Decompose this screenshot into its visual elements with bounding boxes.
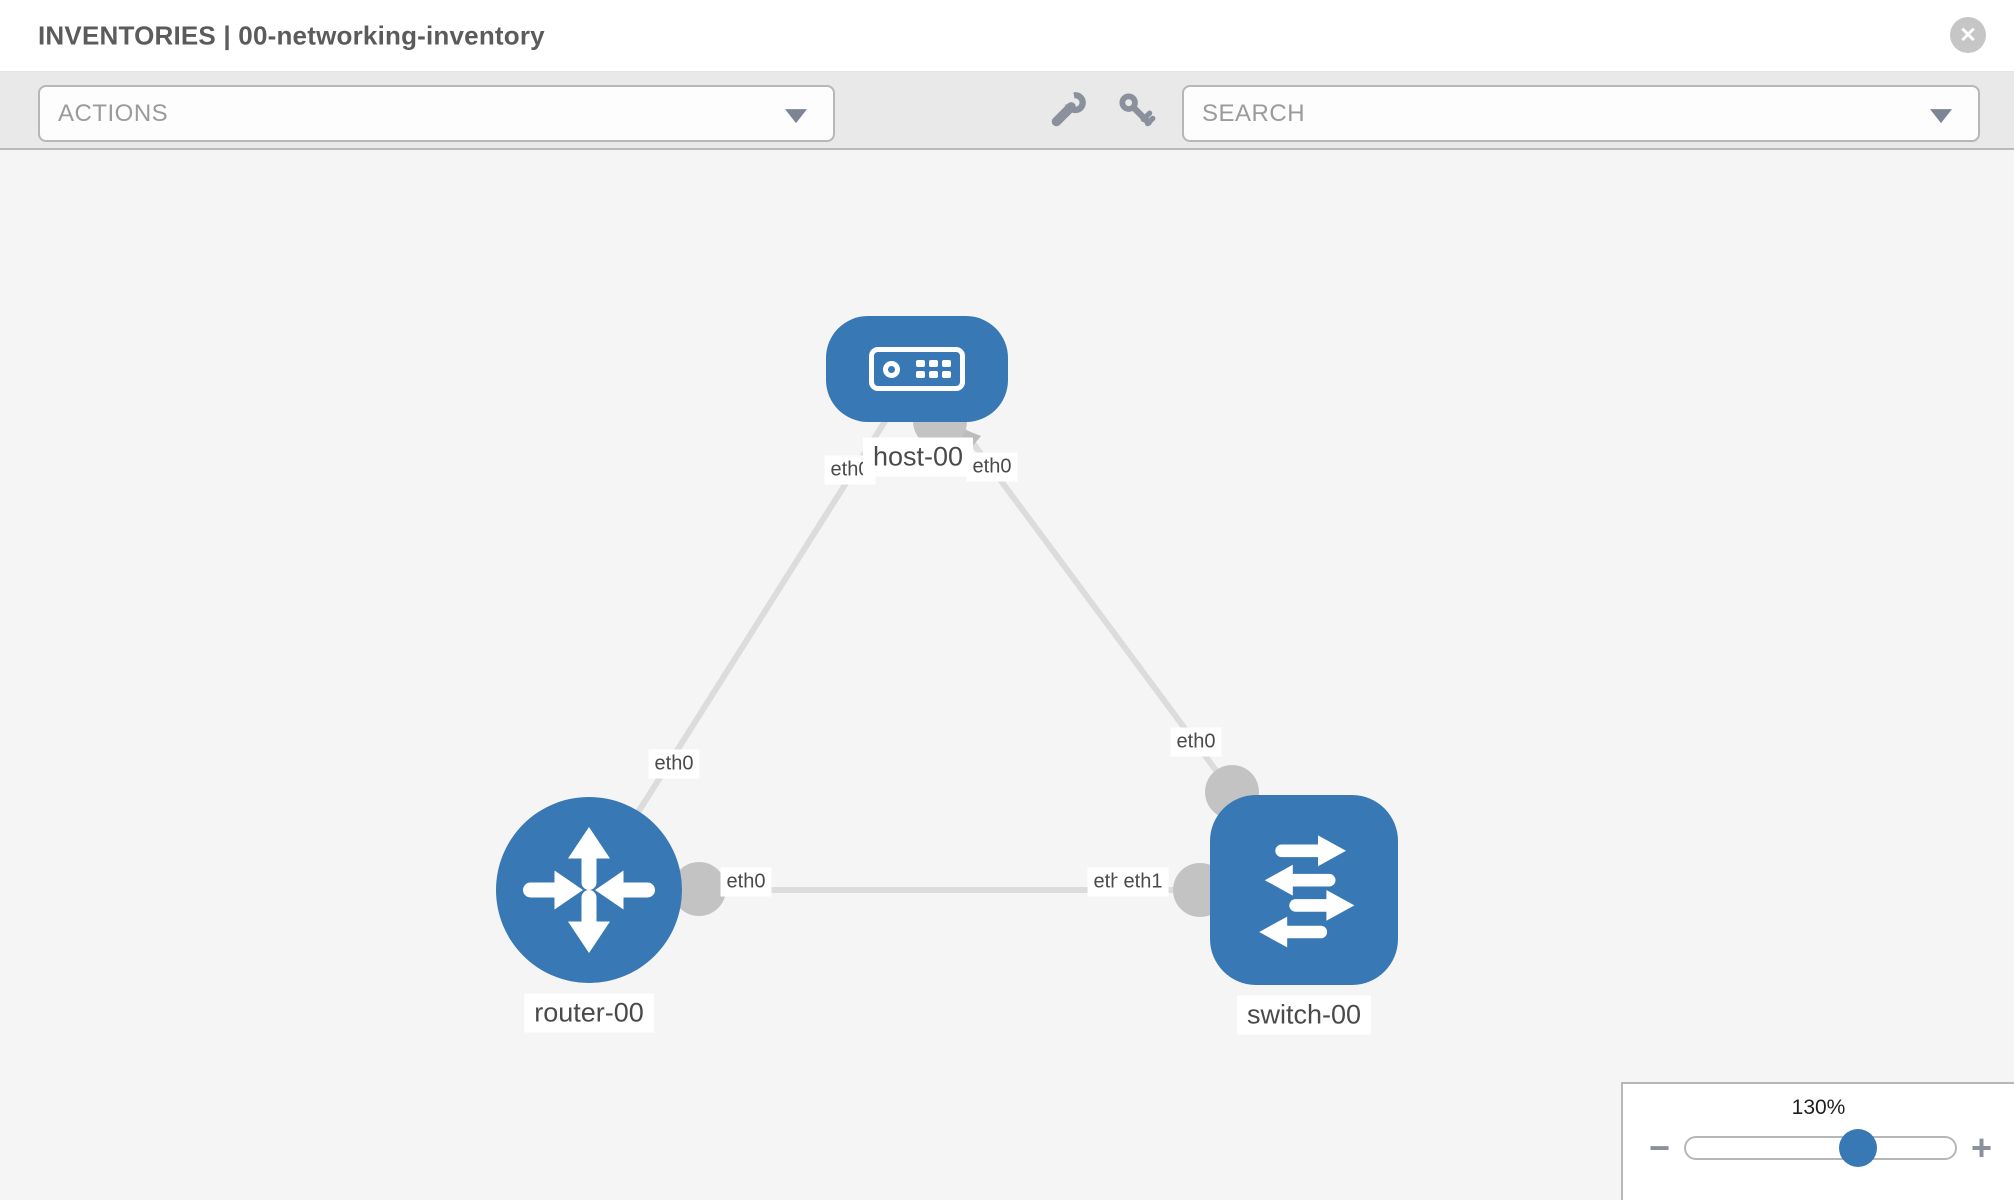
interface-circle-router-eth0 bbox=[672, 862, 726, 916]
zoom-in-button[interactable]: + bbox=[1970, 1127, 1992, 1168]
zoom-percentage: 130% bbox=[1791, 1096, 1846, 1119]
zoom-out-button[interactable]: − bbox=[1649, 1127, 1670, 1168]
port-label-eth0: eth0 bbox=[966, 452, 1018, 482]
zoom-slider-thumb[interactable] bbox=[1839, 1129, 1878, 1167]
topology-links-layer bbox=[586, 367, 1259, 917]
close-button[interactable]: ✕ bbox=[1950, 17, 1986, 53]
chevron-down-icon bbox=[1930, 108, 1952, 123]
port-label-eth0: eth0 bbox=[648, 749, 700, 779]
port-label-eth0: eth0 bbox=[1170, 727, 1222, 757]
zoom-slider[interactable] bbox=[1684, 1129, 1957, 1167]
node-label-host: host-00 bbox=[862, 437, 974, 477]
node-router-00[interactable] bbox=[496, 797, 682, 983]
switch-icon bbox=[1259, 835, 1355, 948]
wrench-icon bbox=[1051, 92, 1086, 127]
page-header: INVENTORIES | 00-networking-inventory ✕ bbox=[0, 0, 2014, 72]
credentials-button[interactable] bbox=[1114, 88, 1158, 132]
node-label-switch: switch-00 bbox=[1236, 995, 1372, 1035]
node-switch-00[interactable] bbox=[1210, 795, 1398, 985]
actions-dropdown[interactable]: ACTIONS bbox=[38, 85, 835, 142]
actions-dropdown-label: ACTIONS bbox=[58, 99, 169, 127]
search-dropdown[interactable]: SEARCH bbox=[1182, 85, 1980, 142]
port-label-eth1: eth1 bbox=[1117, 867, 1169, 897]
node-label-router: router-00 bbox=[524, 993, 654, 1033]
key-icon bbox=[1119, 93, 1156, 127]
search-input[interactable]: SEARCH bbox=[1202, 99, 1306, 127]
host-icon bbox=[869, 347, 965, 391]
router-icon bbox=[523, 827, 655, 953]
configure-button[interactable] bbox=[1046, 88, 1090, 132]
page-title: INVENTORIES | 00-networking-inventory bbox=[38, 20, 545, 50]
chevron-down-icon bbox=[785, 108, 807, 123]
port-label-eth0: eth0 bbox=[720, 867, 772, 897]
close-icon: ✕ bbox=[1959, 23, 1977, 47]
zoom-panel: 130% − + bbox=[1621, 1082, 2014, 1200]
topology-canvas[interactable]: host-00 router-00 switch-00 eth0 eth0 et… bbox=[0, 150, 2014, 1200]
toolbar: ACTIONS SEARCH bbox=[0, 72, 2014, 150]
node-host-00[interactable] bbox=[826, 316, 1008, 422]
